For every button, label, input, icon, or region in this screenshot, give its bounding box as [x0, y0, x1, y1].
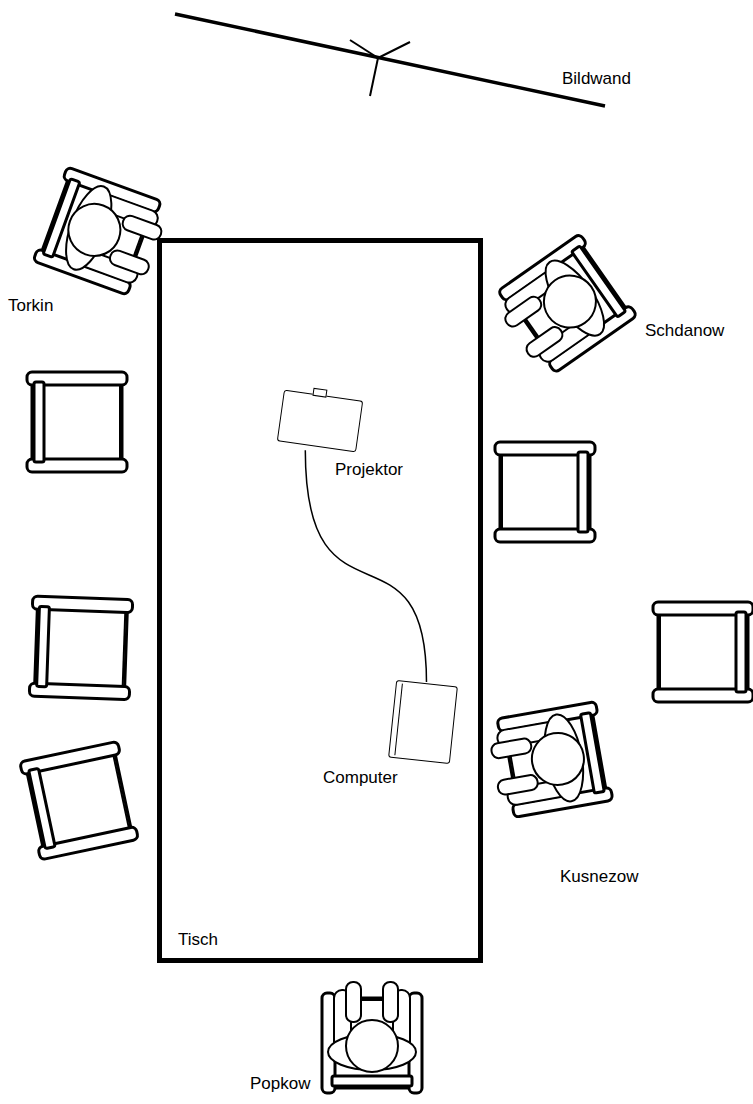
screen: [175, 14, 605, 106]
table-label: Tisch: [178, 931, 218, 950]
projector-lens: [312, 388, 327, 398]
projector-outline: [277, 390, 363, 453]
person-name: Torkin: [8, 297, 53, 316]
laptop-hinge: [394, 684, 403, 756]
projector-label: Projektor: [335, 461, 403, 480]
cable: [305, 450, 426, 682]
computer: Computer: [392, 683, 454, 761]
table: Tisch ProjektorComputer: [157, 238, 483, 963]
projector: Projektor: [280, 395, 360, 447]
seated-persons: [33, 167, 637, 1093]
person-name: Kusnezow: [560, 868, 638, 887]
chairs: [20, 372, 753, 860]
computer-outline: [388, 680, 458, 764]
person-name: Schdanow: [645, 322, 724, 341]
computer-label: Computer: [323, 769, 398, 788]
screen-label: Bildwand: [562, 70, 631, 89]
person-name: Popkow: [250, 1075, 310, 1094]
